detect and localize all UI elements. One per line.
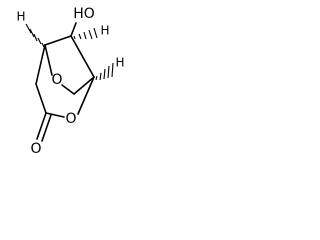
bond-c5-c6 (44, 35, 72, 46)
bond-c5-o-bridge (44, 44, 53, 76)
carbonyl-oxygen-label: O (30, 141, 41, 157)
hydroxyl-label: HO (73, 6, 95, 22)
ester-oxygen-label: O (65, 111, 76, 127)
bond-o-ester-c7 (77, 76, 95, 115)
hydrogen-top-label: H (100, 24, 109, 38)
bond-c8-c7 (73, 76, 95, 95)
hydrogen-left-label: H (16, 10, 25, 24)
bridge-oxygen-label: O (51, 72, 62, 88)
molecule-structure: HO O O O H H H (16, 6, 124, 157)
bond-c6-c7 (70, 35, 95, 78)
hydrogen-right-label: H (115, 56, 124, 70)
bond-c3-o-ester (45, 112, 65, 118)
carbonyl-bond-b (41, 114, 52, 142)
hashed-bond-top (73, 27, 98, 40)
bond-c5-c4 (35, 44, 46, 85)
bond-c4-c3 (35, 83, 47, 114)
bond-o-bridge-c8 (61, 84, 75, 95)
hashed-bond-right (95, 62, 114, 81)
hashed-bond-left (25, 23, 45, 48)
carbonyl-bond-a (36, 112, 47, 140)
bond-c6-oh (70, 22, 77, 37)
